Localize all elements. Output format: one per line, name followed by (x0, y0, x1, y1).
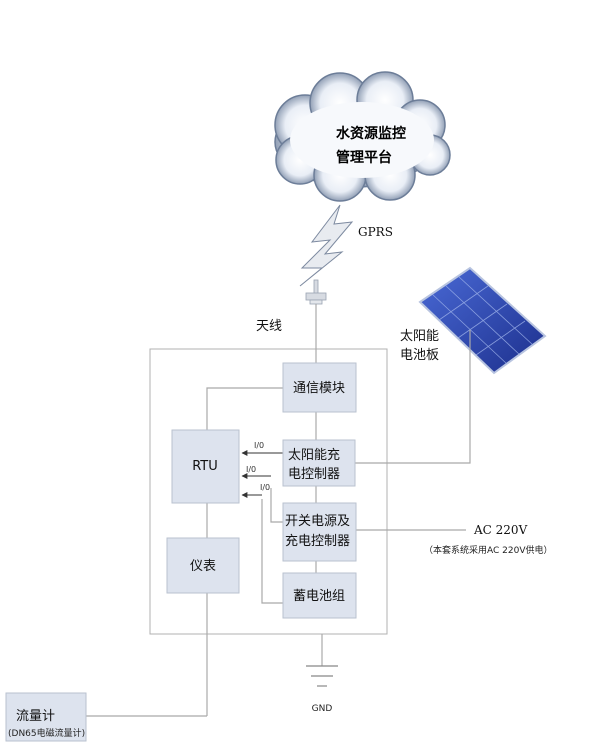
antenna-label: 天线 (256, 319, 282, 334)
io-label-2: I/0 (246, 465, 256, 474)
cloud-icon (274, 71, 451, 202)
meter-block (166, 537, 240, 594)
battery-block (282, 572, 357, 619)
battery-label: 蓄电池组 (293, 589, 345, 604)
antenna-icon (305, 279, 327, 305)
solar-controller-label-line2: 电控制器 (288, 467, 340, 482)
rtu-label: RTU (192, 459, 218, 474)
ground-icon (306, 665, 338, 687)
switch-power-label-line2: 充电控制器 (285, 533, 350, 549)
ac-label: AC 220V (473, 523, 528, 537)
io-label-3: I/0 (260, 483, 270, 492)
switch-power-label-line1: 开关电源及 (285, 514, 350, 529)
meter-label: 仪表 (190, 559, 216, 574)
switch-power-block (282, 502, 357, 562)
lightning-icon (299, 204, 354, 287)
flowmeter-sublabel: (DN65电磁流量计) (8, 727, 85, 739)
gprs-label: GPRS (358, 225, 393, 239)
solar-controller-block (282, 439, 356, 487)
flowmeter-label: 流量计 (16, 709, 55, 724)
enclosure-frame (149, 348, 388, 635)
rtu-block (171, 429, 240, 504)
cloud-title-line1: 水资源监控 (336, 125, 406, 142)
comm-module-block (282, 362, 357, 413)
connection-lines (86, 304, 471, 717)
solar-panel-label-line2: 电池板 (400, 348, 439, 363)
gnd-label: GND (312, 704, 333, 714)
solar-panel-icon (418, 266, 547, 375)
solar-controller-label-line1: 太阳能充 (288, 447, 340, 463)
flowmeter-block (5, 692, 87, 742)
io-arrows (241, 450, 283, 498)
solar-panel-label-line1: 太阳能 (400, 329, 439, 344)
cloud-title-line2: 管理平台 (336, 149, 392, 166)
ac-note: （本套系统采用AC 220V供电） (424, 544, 552, 556)
comm-module-label: 通信模块 (293, 381, 345, 396)
io-label-1: I/0 (254, 441, 264, 450)
